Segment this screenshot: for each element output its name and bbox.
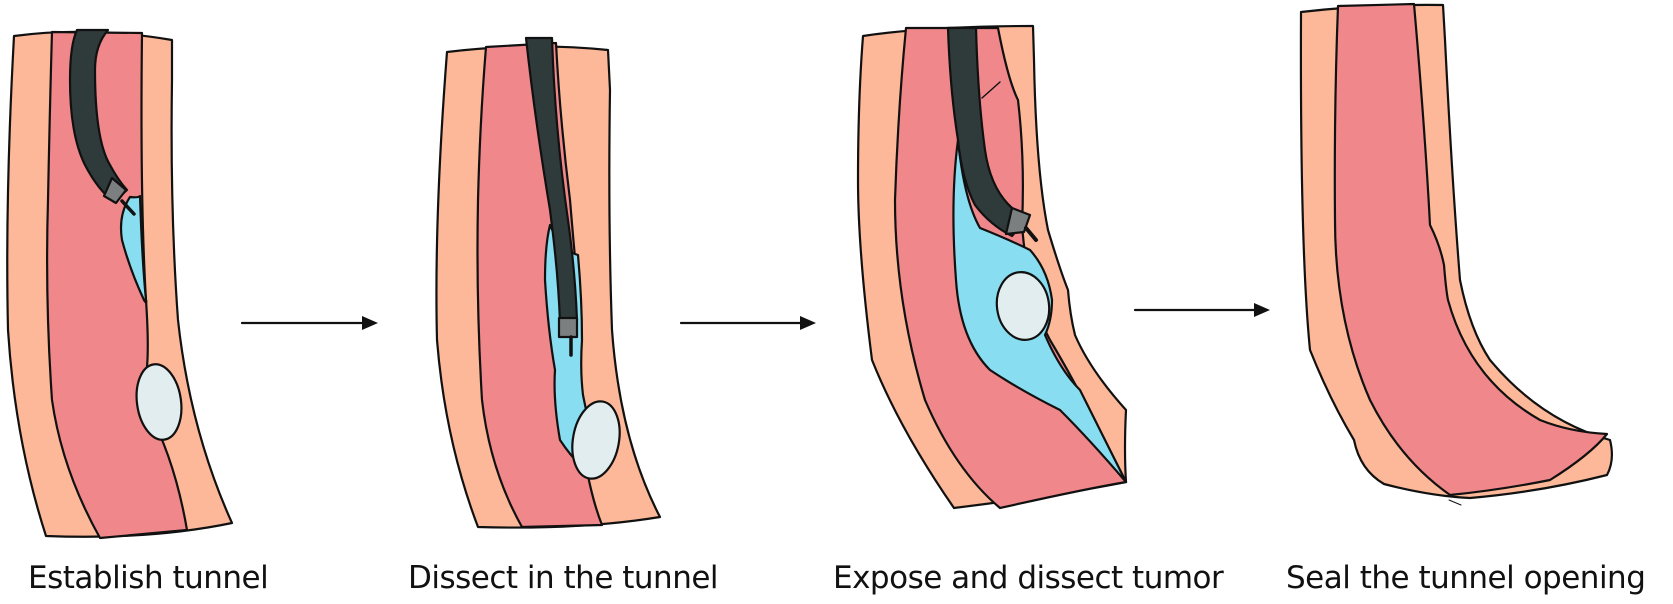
tumor xyxy=(135,363,183,441)
mucosa xyxy=(1333,2,1609,497)
tumor xyxy=(995,271,1051,341)
step-label-dissect-in-tunnel: Dissect in the tunnel xyxy=(408,560,719,596)
endoscope-tip xyxy=(102,176,128,205)
step-label-expose-dissect-tumor: Expose and dissect tumor xyxy=(833,560,1224,596)
panel-seal-tunnel-opening xyxy=(1299,2,1614,506)
right-arrow-icon xyxy=(679,316,816,330)
endoscope-tip xyxy=(557,316,579,339)
endoscope-knife xyxy=(120,199,136,216)
step-label-seal-tunnel-opening: Seal the tunnel opening xyxy=(1286,560,1646,596)
fold-line xyxy=(981,81,1001,99)
submucosal-fluid xyxy=(119,194,148,304)
endoscope-knife xyxy=(1024,226,1038,242)
right-arrow-icon xyxy=(1133,303,1270,317)
panel-dissect-in-tunnel xyxy=(435,36,662,529)
tumor xyxy=(571,400,621,480)
endoscope-tip xyxy=(1004,206,1032,236)
panel-expose-dissect-tumor xyxy=(856,24,1128,510)
panel-establish-tunnel xyxy=(6,28,234,540)
seam-line xyxy=(1448,499,1462,506)
step-label-establish-tunnel: Establish tunnel xyxy=(28,560,269,596)
right-arrow-icon xyxy=(240,316,378,330)
